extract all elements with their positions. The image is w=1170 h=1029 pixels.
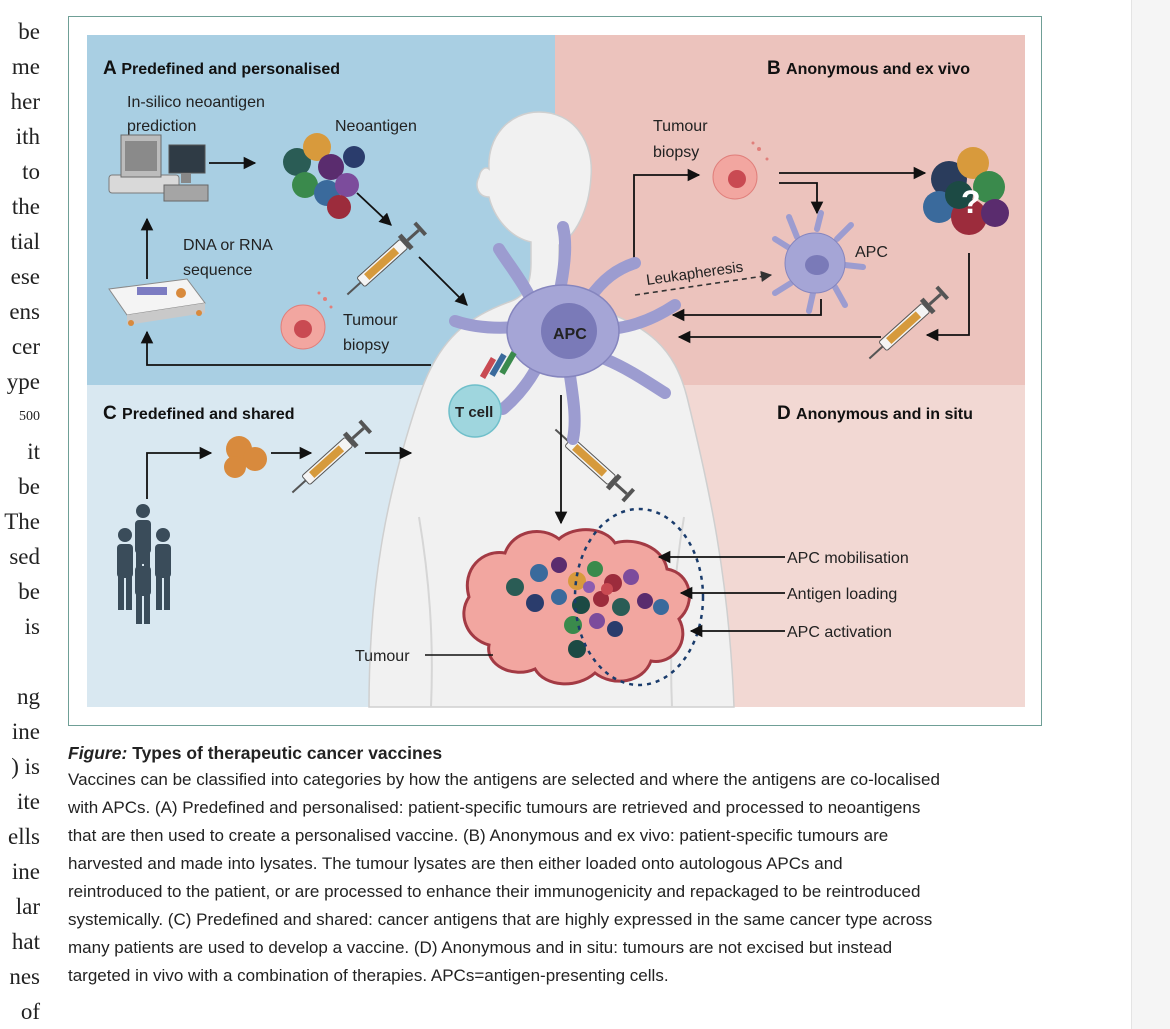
label-in-silico-2: prediction bbox=[127, 118, 196, 135]
text-fragment: her bbox=[10, 89, 40, 114]
caption-line: Vaccines can be classified into categori… bbox=[68, 770, 940, 789]
text-fragment: ng bbox=[17, 684, 40, 709]
syringe-icon-c bbox=[291, 419, 373, 494]
text-fragment: to bbox=[22, 159, 40, 184]
caption-line: systemically. (C) Predefined and shared:… bbox=[68, 910, 933, 929]
sequencer-icon bbox=[108, 278, 206, 326]
text-fragment: 500 bbox=[19, 409, 40, 424]
figure-caption: Figure: Types of therapeutic cancer vacc… bbox=[68, 740, 1058, 990]
panel-a-letter: A bbox=[103, 58, 117, 79]
text-fragment bbox=[0, 644, 40, 679]
label-dna-1: DNA or RNA bbox=[183, 237, 273, 254]
scrollbar-track[interactable] bbox=[1131, 0, 1170, 1029]
text-fragment: cer bbox=[11, 334, 40, 359]
text-fragment: be bbox=[18, 474, 40, 499]
caption-line: many patients are used to develop a vacc… bbox=[68, 938, 893, 957]
panel-a-title: Predefined and personalised bbox=[121, 61, 340, 78]
svg-text:B Anonymous and ex vivo: B Anonymous and ex vivo bbox=[767, 58, 970, 79]
tumour-focus-circle bbox=[573, 507, 705, 687]
label-neoantigen: Neoantigen bbox=[335, 118, 417, 135]
caption-title-text: Types of therapeutic cancer vaccines bbox=[132, 743, 443, 763]
patients-group-icon bbox=[117, 504, 171, 624]
text-fragment: hat bbox=[11, 929, 40, 954]
label-apc-b: APC bbox=[855, 244, 888, 261]
label-tumour-biopsy-b-1: Tumour bbox=[653, 118, 708, 135]
label-antigen-loading: Antigen loading bbox=[787, 586, 897, 603]
text-fragment: it bbox=[27, 439, 40, 464]
caption-line: with APCs. (A) Predefined and personalis… bbox=[68, 798, 921, 817]
t-cell-icon: T cell bbox=[448, 351, 517, 438]
text-fragment: sed bbox=[9, 544, 40, 569]
panel-c-letter: C bbox=[103, 403, 117, 424]
caption-figure-label: Figure: bbox=[68, 743, 128, 763]
caption-title: Figure: Types of therapeutic cancer vacc… bbox=[68, 740, 1058, 766]
figure-frame: A Predefined and personalised B Anonymou… bbox=[68, 16, 1042, 726]
clipped-body-text: be me her ith to the tial ese ens cer yp… bbox=[0, 14, 40, 1029]
text-fragment: ese bbox=[10, 264, 40, 289]
caption-line: harvested and made into lysates. The tum… bbox=[68, 854, 843, 873]
text-fragment: tial bbox=[10, 229, 40, 254]
svg-text:D Anonymous and in situ: D Anonymous and in situ bbox=[777, 403, 973, 424]
shared-antigen-icon bbox=[224, 436, 267, 478]
text-fragment: ine bbox=[11, 719, 40, 744]
label-tumour-biopsy-a-1: Tumour bbox=[343, 312, 398, 329]
label-tumour-biopsy-b-2: biopsy bbox=[653, 144, 699, 161]
text-fragment: ells bbox=[8, 824, 40, 849]
text-fragment: ens bbox=[9, 299, 40, 324]
label-in-silico-1: In-silico neoantigen bbox=[127, 94, 265, 111]
syringe-icon-b bbox=[868, 285, 950, 360]
svg-text:A Predefined and personalised: A Predefined and personalised bbox=[103, 58, 340, 79]
syringe-icon-a bbox=[346, 221, 428, 296]
label-tumour: Tumour bbox=[355, 648, 410, 665]
neoantigen-cluster-icon bbox=[283, 133, 365, 219]
apc-cell-icon-b bbox=[772, 210, 866, 314]
panel-d-letter: D bbox=[777, 403, 791, 424]
panel-b-letter: B bbox=[767, 58, 781, 79]
label-apc-activation: APC activation bbox=[787, 624, 892, 641]
text-fragment: me bbox=[11, 54, 40, 79]
text-fragment: ) is bbox=[11, 754, 40, 779]
text-fragment: ype bbox=[6, 369, 40, 394]
text-fragment: is bbox=[24, 614, 40, 639]
apc-center-label: APC bbox=[553, 326, 587, 343]
text-fragment: The bbox=[4, 509, 40, 534]
caption-line: that are then used to create a personali… bbox=[68, 826, 889, 845]
label-tumour-biopsy-a-2: biopsy bbox=[343, 337, 389, 354]
text-fragment: of bbox=[20, 999, 40, 1024]
panel-b-title: Anonymous and ex vivo bbox=[786, 61, 970, 78]
svg-text:C Predefined and shared: C Predefined and shared bbox=[103, 403, 295, 424]
computer-icon bbox=[108, 134, 209, 202]
text-fragment: ine bbox=[11, 859, 40, 884]
text-fragment: the bbox=[11, 194, 40, 219]
tumour-lysate-cluster-icon: ? bbox=[923, 147, 1009, 235]
tumour-cell-icon-a bbox=[280, 291, 333, 350]
label-apc-mobilisation: APC mobilisation bbox=[787, 550, 909, 567]
figure-illustration: A Predefined and personalised B Anonymou… bbox=[87, 35, 1025, 708]
label-dna-2: sequence bbox=[183, 262, 252, 279]
text-fragment: ith bbox=[15, 124, 40, 149]
tumour-antigens-icon bbox=[506, 557, 669, 658]
caption-line: reintroduced to the patient, or are proc… bbox=[68, 882, 921, 901]
question-mark-label: ? bbox=[961, 184, 981, 220]
syringe-icon-d bbox=[554, 428, 636, 503]
caption-body: Vaccines can be classified into categori… bbox=[68, 766, 1058, 990]
tumour-cell-icon-b bbox=[712, 141, 769, 200]
text-fragment: ite bbox=[17, 789, 40, 814]
text-fragment: lar bbox=[15, 894, 40, 919]
t-cell-label: T cell bbox=[455, 404, 493, 421]
panel-d-title: Anonymous and in situ bbox=[796, 406, 973, 423]
text-fragment: nes bbox=[9, 964, 40, 989]
text-fragment: be bbox=[18, 19, 40, 44]
text-fragment: be bbox=[18, 579, 40, 604]
panel-c-title: Predefined and shared bbox=[122, 406, 295, 423]
apc-cell-icon-center: APC bbox=[449, 221, 681, 445]
caption-line: targeted in vivo with a combination of t… bbox=[68, 966, 669, 985]
